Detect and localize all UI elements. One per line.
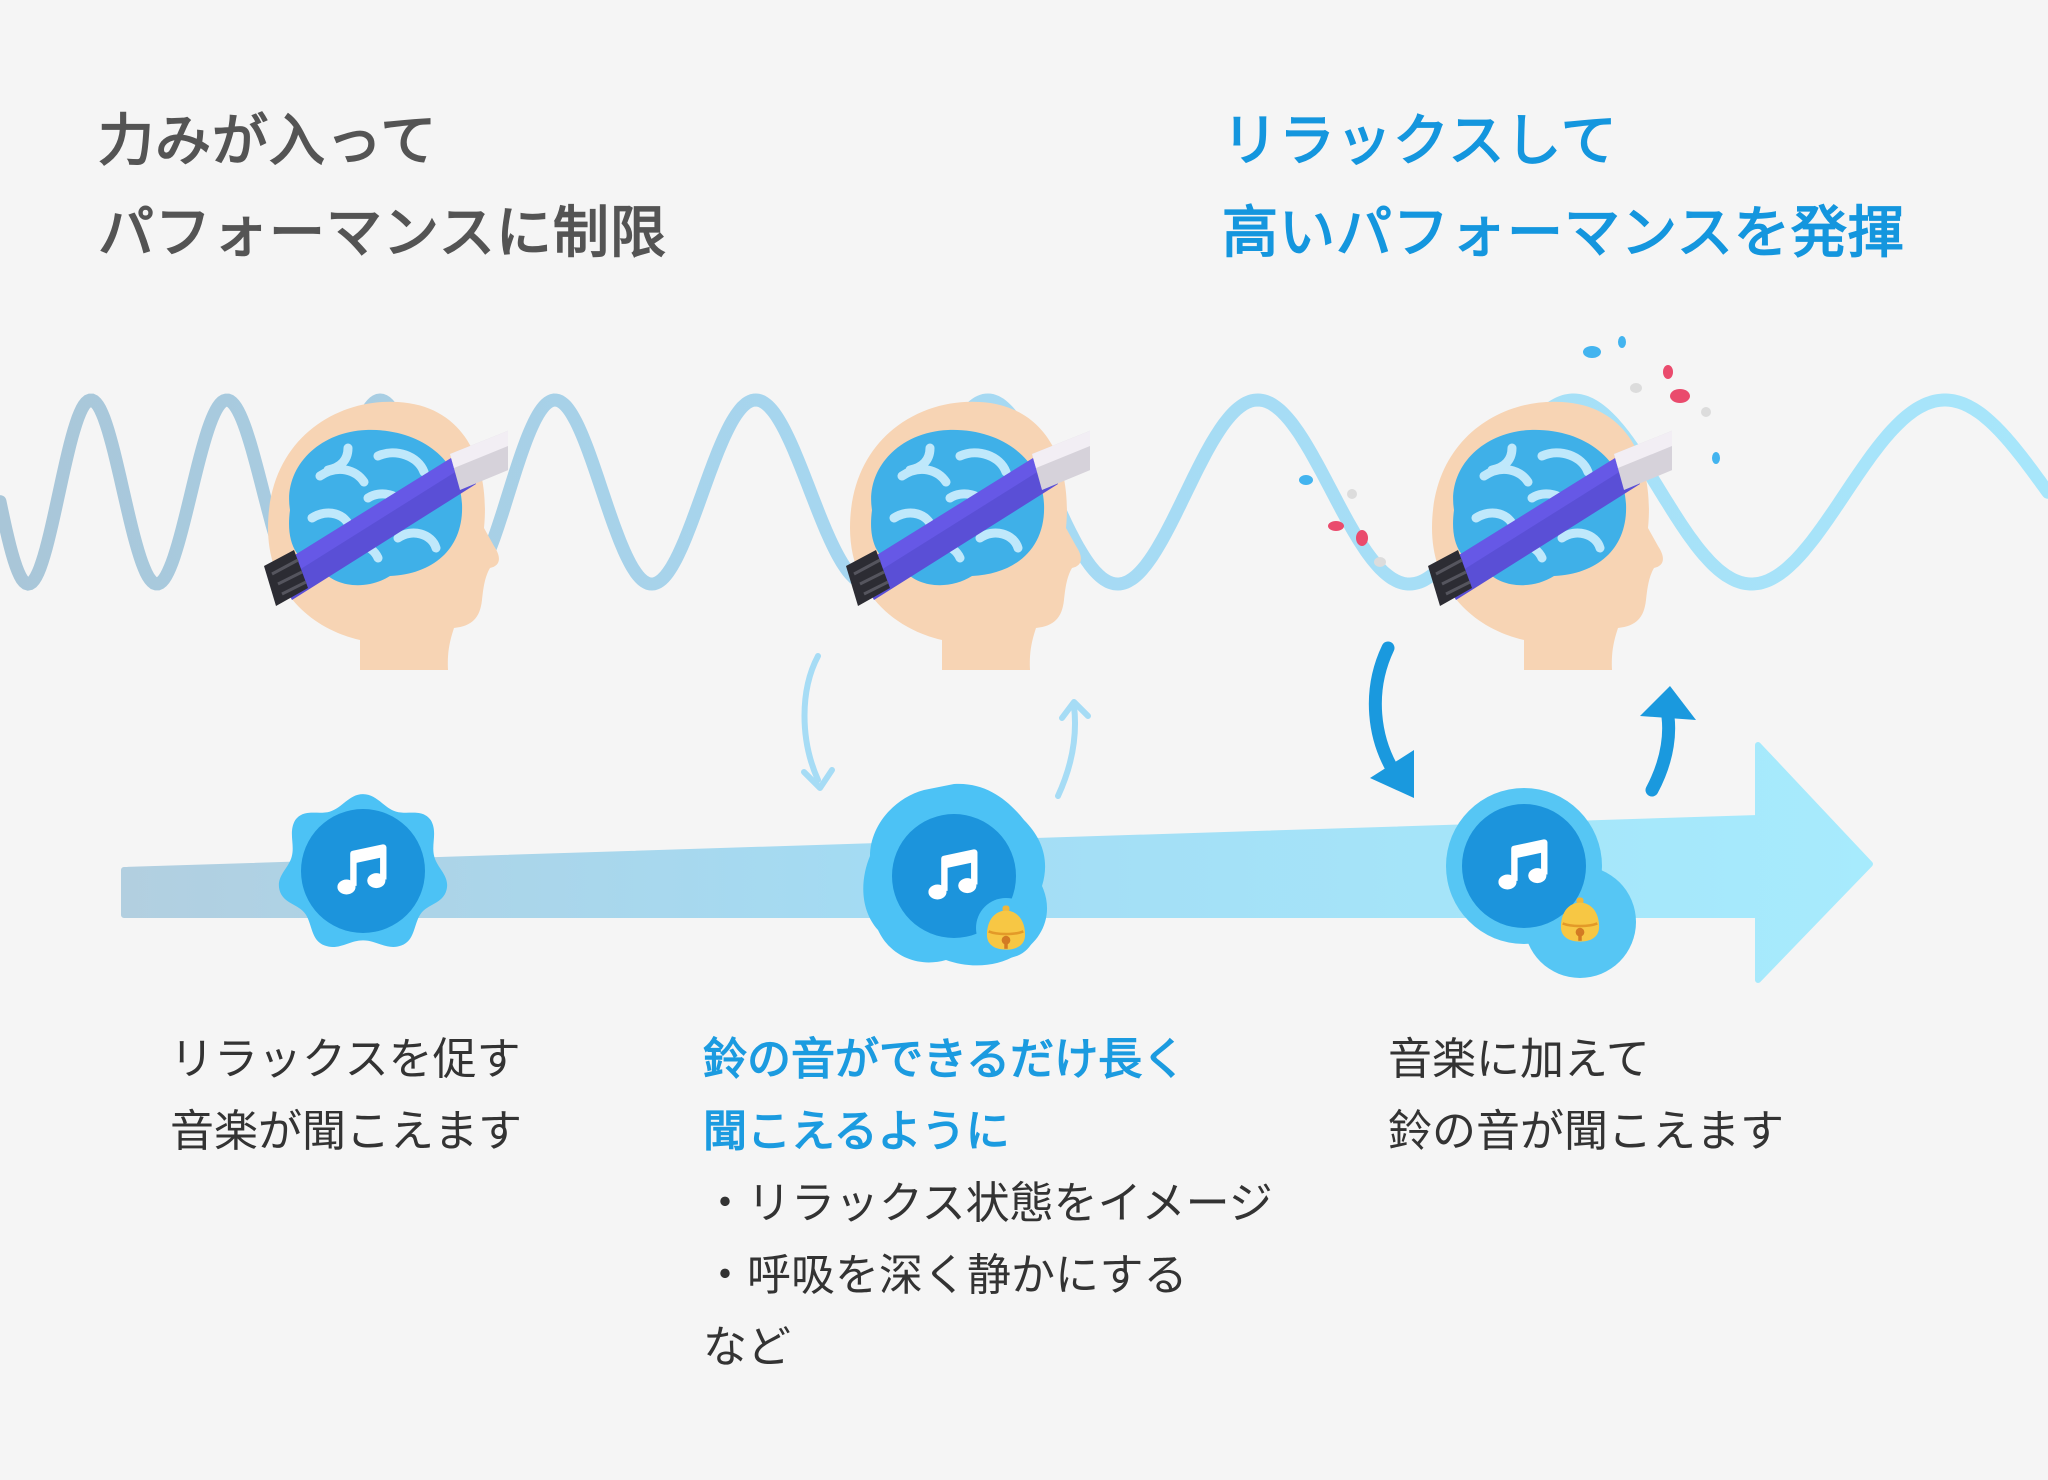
caption-step2-title-line2: 聞こえるように bbox=[703, 1106, 1010, 1157]
head-figure-middle bbox=[846, 402, 1100, 670]
head-figure-tense: #h1 .brain{fill:#2b98dd} bbox=[264, 402, 518, 670]
caption-step3: 音楽に加えて 鈴の音が聞こえます bbox=[1388, 1024, 1784, 1168]
caption-step3-line1: 音楽に加えて bbox=[1388, 1034, 1650, 1085]
cycle-arrows-bold bbox=[1368, 641, 1696, 798]
cycle-arrows-light bbox=[801, 653, 1091, 799]
head-figure-relaxed bbox=[1428, 402, 1682, 670]
heading-tense-line1: 力みが入って bbox=[98, 109, 438, 174]
heading-relaxed-line1: リラックスして bbox=[1222, 109, 1618, 174]
caption-step3-line2: 鈴の音が聞こえます bbox=[1388, 1106, 1784, 1157]
caption-step2-bullet2: ・呼吸を深く静かにする bbox=[703, 1250, 1188, 1301]
music-badge-step2 bbox=[863, 783, 1048, 966]
heading-relaxed-line2: 高いパフォーマンスを発揮 bbox=[1222, 201, 1905, 266]
caption-step2-note: など bbox=[703, 1322, 791, 1373]
caption-step2: 鈴の音ができるだけ長く 聞こえるように ・リラックス状態をイメージ ・呼吸を深く… bbox=[703, 1024, 1273, 1384]
caption-step1-line1: リラックスを促す bbox=[170, 1034, 521, 1085]
heading-relaxed: リラックスして 高いパフォーマンスを発揮 bbox=[1222, 96, 1905, 280]
caption-step2-title-line1: 鈴の音ができるだけ長く bbox=[703, 1034, 1187, 1085]
caption-step1: リラックスを促す 音楽が聞こえます bbox=[170, 1024, 522, 1168]
music-badge-step3 bbox=[1446, 788, 1636, 978]
sparkle-particles bbox=[1299, 336, 1720, 567]
caption-step1-line2: 音楽が聞こえます bbox=[170, 1106, 522, 1157]
music-badge-step1 bbox=[278, 794, 448, 948]
heading-tense-line2: パフォーマンスに制限 bbox=[98, 201, 667, 266]
caption-step2-bullet1: ・リラックス状態をイメージ bbox=[703, 1178, 1273, 1229]
heading-tense: 力みが入って パフォーマンスに制限 bbox=[98, 96, 667, 280]
